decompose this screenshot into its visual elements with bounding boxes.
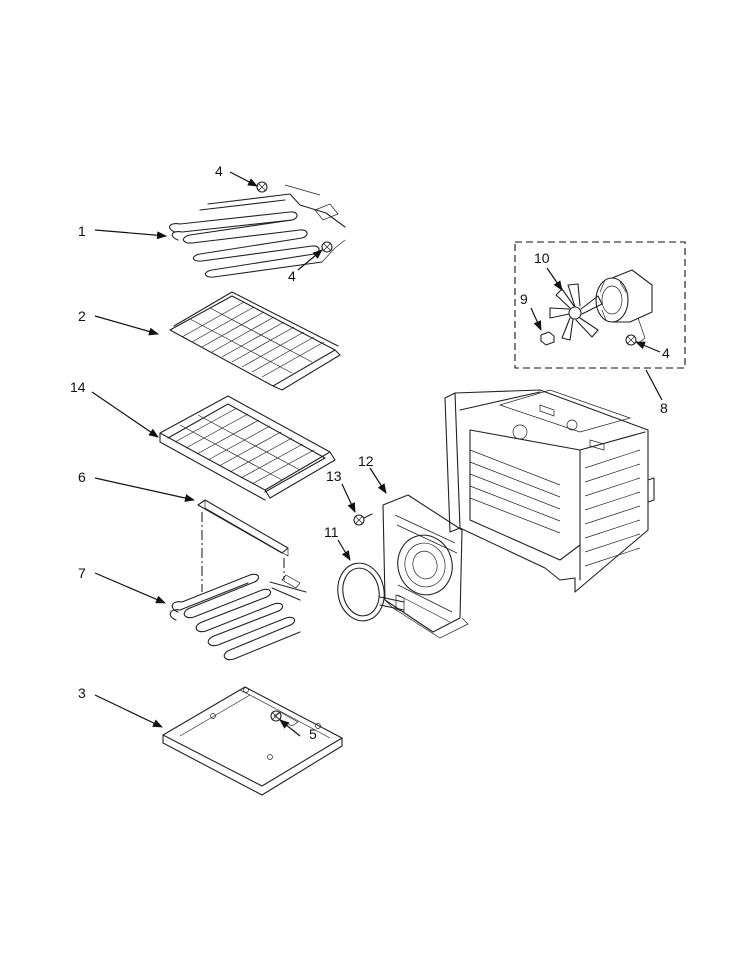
fan-blade-part-10[interactable]	[549, 283, 603, 341]
motor-screw-part-4[interactable]	[625, 334, 637, 346]
callout-3: 3	[78, 685, 86, 701]
fan-motor-part-8-assembly[interactable]	[595, 269, 653, 343]
callout-2: 2	[78, 308, 86, 324]
oven-cavity	[444, 389, 655, 593]
convection-element-part-11[interactable]	[333, 559, 405, 624]
callout-13: 13	[326, 468, 342, 484]
broil-element-part-1[interactable]	[169, 184, 346, 278]
cover-screw-part-5[interactable]	[270, 710, 282, 722]
callout-12: 12	[358, 453, 374, 469]
oven-rack-part-2[interactable]	[169, 291, 341, 391]
callout-4-top: 4	[215, 163, 223, 179]
callout-6: 6	[78, 469, 86, 485]
fan-cover-part-12[interactable]	[382, 494, 469, 639]
bottom-cover-part-3[interactable]	[162, 686, 343, 796]
rollout-rack-part-14[interactable]	[159, 395, 336, 501]
callout-10: 10	[534, 250, 550, 266]
leader-lines	[91, 171, 663, 737]
callout-4-motor: 4	[662, 345, 670, 361]
callout-8: 8	[660, 400, 668, 416]
callout-7: 7	[78, 565, 86, 581]
callout-labels: 1 4 4 2 14 6 7 3 5 13 12 11 10 9 4 8	[70, 163, 670, 742]
callout-9: 9	[520, 291, 528, 307]
callout-5: 5	[309, 726, 317, 742]
callout-14: 14	[70, 379, 86, 395]
bake-element-part-7[interactable]	[169, 573, 307, 661]
callout-11: 11	[324, 524, 339, 540]
callout-4-lower: 4	[288, 268, 296, 284]
fan-motor-kit-part-8[interactable]	[514, 241, 686, 369]
trim-strip-part-6[interactable]	[197, 499, 289, 557]
fan-cover-screw-part-13[interactable]	[353, 513, 373, 526]
fan-nut-part-9[interactable]	[540, 331, 555, 346]
callout-1: 1	[78, 223, 86, 239]
element-screw-part-4[interactable]	[256, 181, 333, 253]
